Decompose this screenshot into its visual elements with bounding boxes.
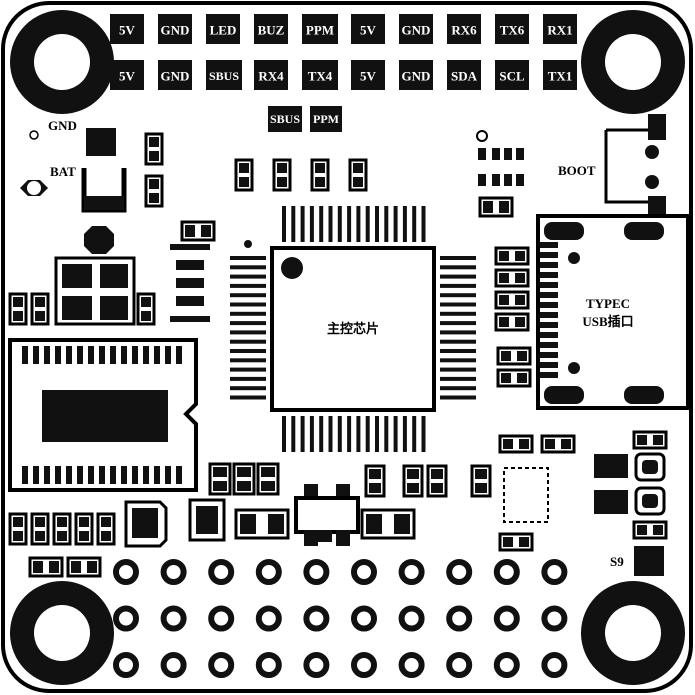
usb-typec-connector[interactable]: TYPEC USB插口 <box>536 214 690 410</box>
pin-label: SBUS <box>270 112 300 126</box>
resistor-row-top <box>234 158 368 192</box>
pin-label: TX6 <box>500 23 525 38</box>
mount-hole-top-left <box>10 10 114 114</box>
pin-label: GND <box>402 23 431 38</box>
through-hole-pad <box>541 559 568 585</box>
capacitor-pair <box>144 132 164 208</box>
mcu-pin1-marker <box>281 257 303 279</box>
s9-pad <box>634 546 664 576</box>
pin-header-row-1: 5V GND LED BUZ PPM 5V GND RX6 TX6 RX1 <box>110 14 577 44</box>
through-hole-pad <box>113 605 139 632</box>
through-hole-pad <box>493 652 520 678</box>
octagon-component <box>84 226 114 254</box>
usb-label-line2: USB插口 <box>582 314 633 329</box>
through-hole-pad <box>208 652 235 678</box>
mcu-chip: 主控芯片 <box>230 206 476 452</box>
through-hole-pad <box>208 605 235 632</box>
pin-label: 5V <box>360 69 377 84</box>
resistor-groups-middle <box>208 462 492 498</box>
through-hole-pad <box>351 652 377 678</box>
pin-label: RX4 <box>258 69 284 84</box>
mount-hole-top-right <box>581 10 685 114</box>
pin-label: TX4 <box>308 69 333 84</box>
bat-label: BAT <box>50 164 76 179</box>
pin-label: RX6 <box>451 23 477 38</box>
four-pad-ic <box>54 256 136 326</box>
pin-label: GND <box>402 69 431 84</box>
through-hole-pad <box>446 652 473 678</box>
through-hole-pad <box>160 605 187 632</box>
resistor-pair-right <box>498 430 668 552</box>
pin-label: RX1 <box>547 23 572 38</box>
pin-label: SBUS <box>209 69 239 83</box>
pin-label: GND <box>161 69 190 84</box>
crystal-component <box>170 220 216 322</box>
through-hole-pad <box>541 605 568 632</box>
through-hole-pad <box>255 652 282 678</box>
through-hole-pad-grid <box>113 559 568 678</box>
gnd-pad <box>86 128 116 156</box>
through-hole-pad <box>398 605 425 632</box>
sensor-chip-top <box>476 130 524 218</box>
gnd-via <box>29 130 39 140</box>
through-hole-pad <box>493 559 520 585</box>
pin-label: 5V <box>119 69 136 84</box>
resistor-pair-left <box>8 292 50 326</box>
resistor-column-usb <box>494 246 532 388</box>
pin-label: SCL <box>499 69 525 84</box>
through-hole-pad <box>303 605 330 632</box>
pin-header-row-3: SBUS PPM <box>268 106 342 132</box>
usb-label-line1: TYPEC <box>586 296 630 311</box>
pin-label: SDA <box>451 69 478 84</box>
qfn-sensor <box>503 467 549 523</box>
mcu-pins-bottom <box>282 416 426 452</box>
voltage-regulator <box>294 484 360 546</box>
mcu-pins-top <box>282 206 426 242</box>
sd-card-slot <box>8 338 198 492</box>
power-diodes <box>124 498 416 548</box>
through-hole-pad <box>351 559 377 585</box>
through-hole-pad <box>351 605 377 632</box>
pin-label: 5V <box>360 23 377 38</box>
gnd-label: GND <box>48 118 77 133</box>
through-hole-pad <box>113 652 139 678</box>
through-hole-pad <box>493 605 520 632</box>
pin-label: LED <box>210 23 237 38</box>
pin-label: GND <box>161 23 190 38</box>
pin-label: TX1 <box>548 69 573 84</box>
boot-label: BOOT <box>558 163 596 178</box>
through-hole-pad <box>113 559 139 585</box>
mcu-label: 主控芯片 <box>327 321 379 336</box>
through-hole-pad <box>208 559 235 585</box>
through-hole-pad <box>255 605 282 632</box>
through-hole-pad <box>398 652 425 678</box>
pin-label: PPM <box>306 23 334 38</box>
s9-label: S9 <box>610 554 624 569</box>
through-hole-pad <box>160 559 187 585</box>
through-hole-pad <box>446 559 473 585</box>
mcu-pins-left <box>230 256 266 400</box>
through-hole-pad <box>303 559 330 585</box>
through-hole-pad <box>446 605 473 632</box>
resistor-row-bottom-left <box>8 512 116 578</box>
through-hole-pad <box>398 559 425 585</box>
pin-label: 5V <box>119 23 136 38</box>
mount-hole-bottom-right <box>581 581 685 685</box>
led-pair <box>594 452 666 516</box>
pin-label: PPM <box>313 112 339 126</box>
pin-label: BUZ <box>258 23 285 38</box>
mcu-pins-right <box>440 256 476 400</box>
through-hole-pad <box>160 652 187 678</box>
boot-button[interactable] <box>604 114 666 216</box>
through-hole-pad <box>255 559 282 585</box>
through-hole-pad <box>541 652 568 678</box>
through-hole-pad <box>303 652 330 678</box>
resistor-single <box>136 292 156 326</box>
pin-header-row-2: 5V GND SBUS RX4 TX4 5V GND SDA SCL TX1 <box>110 60 577 90</box>
mount-hole-bottom-left <box>10 581 114 685</box>
